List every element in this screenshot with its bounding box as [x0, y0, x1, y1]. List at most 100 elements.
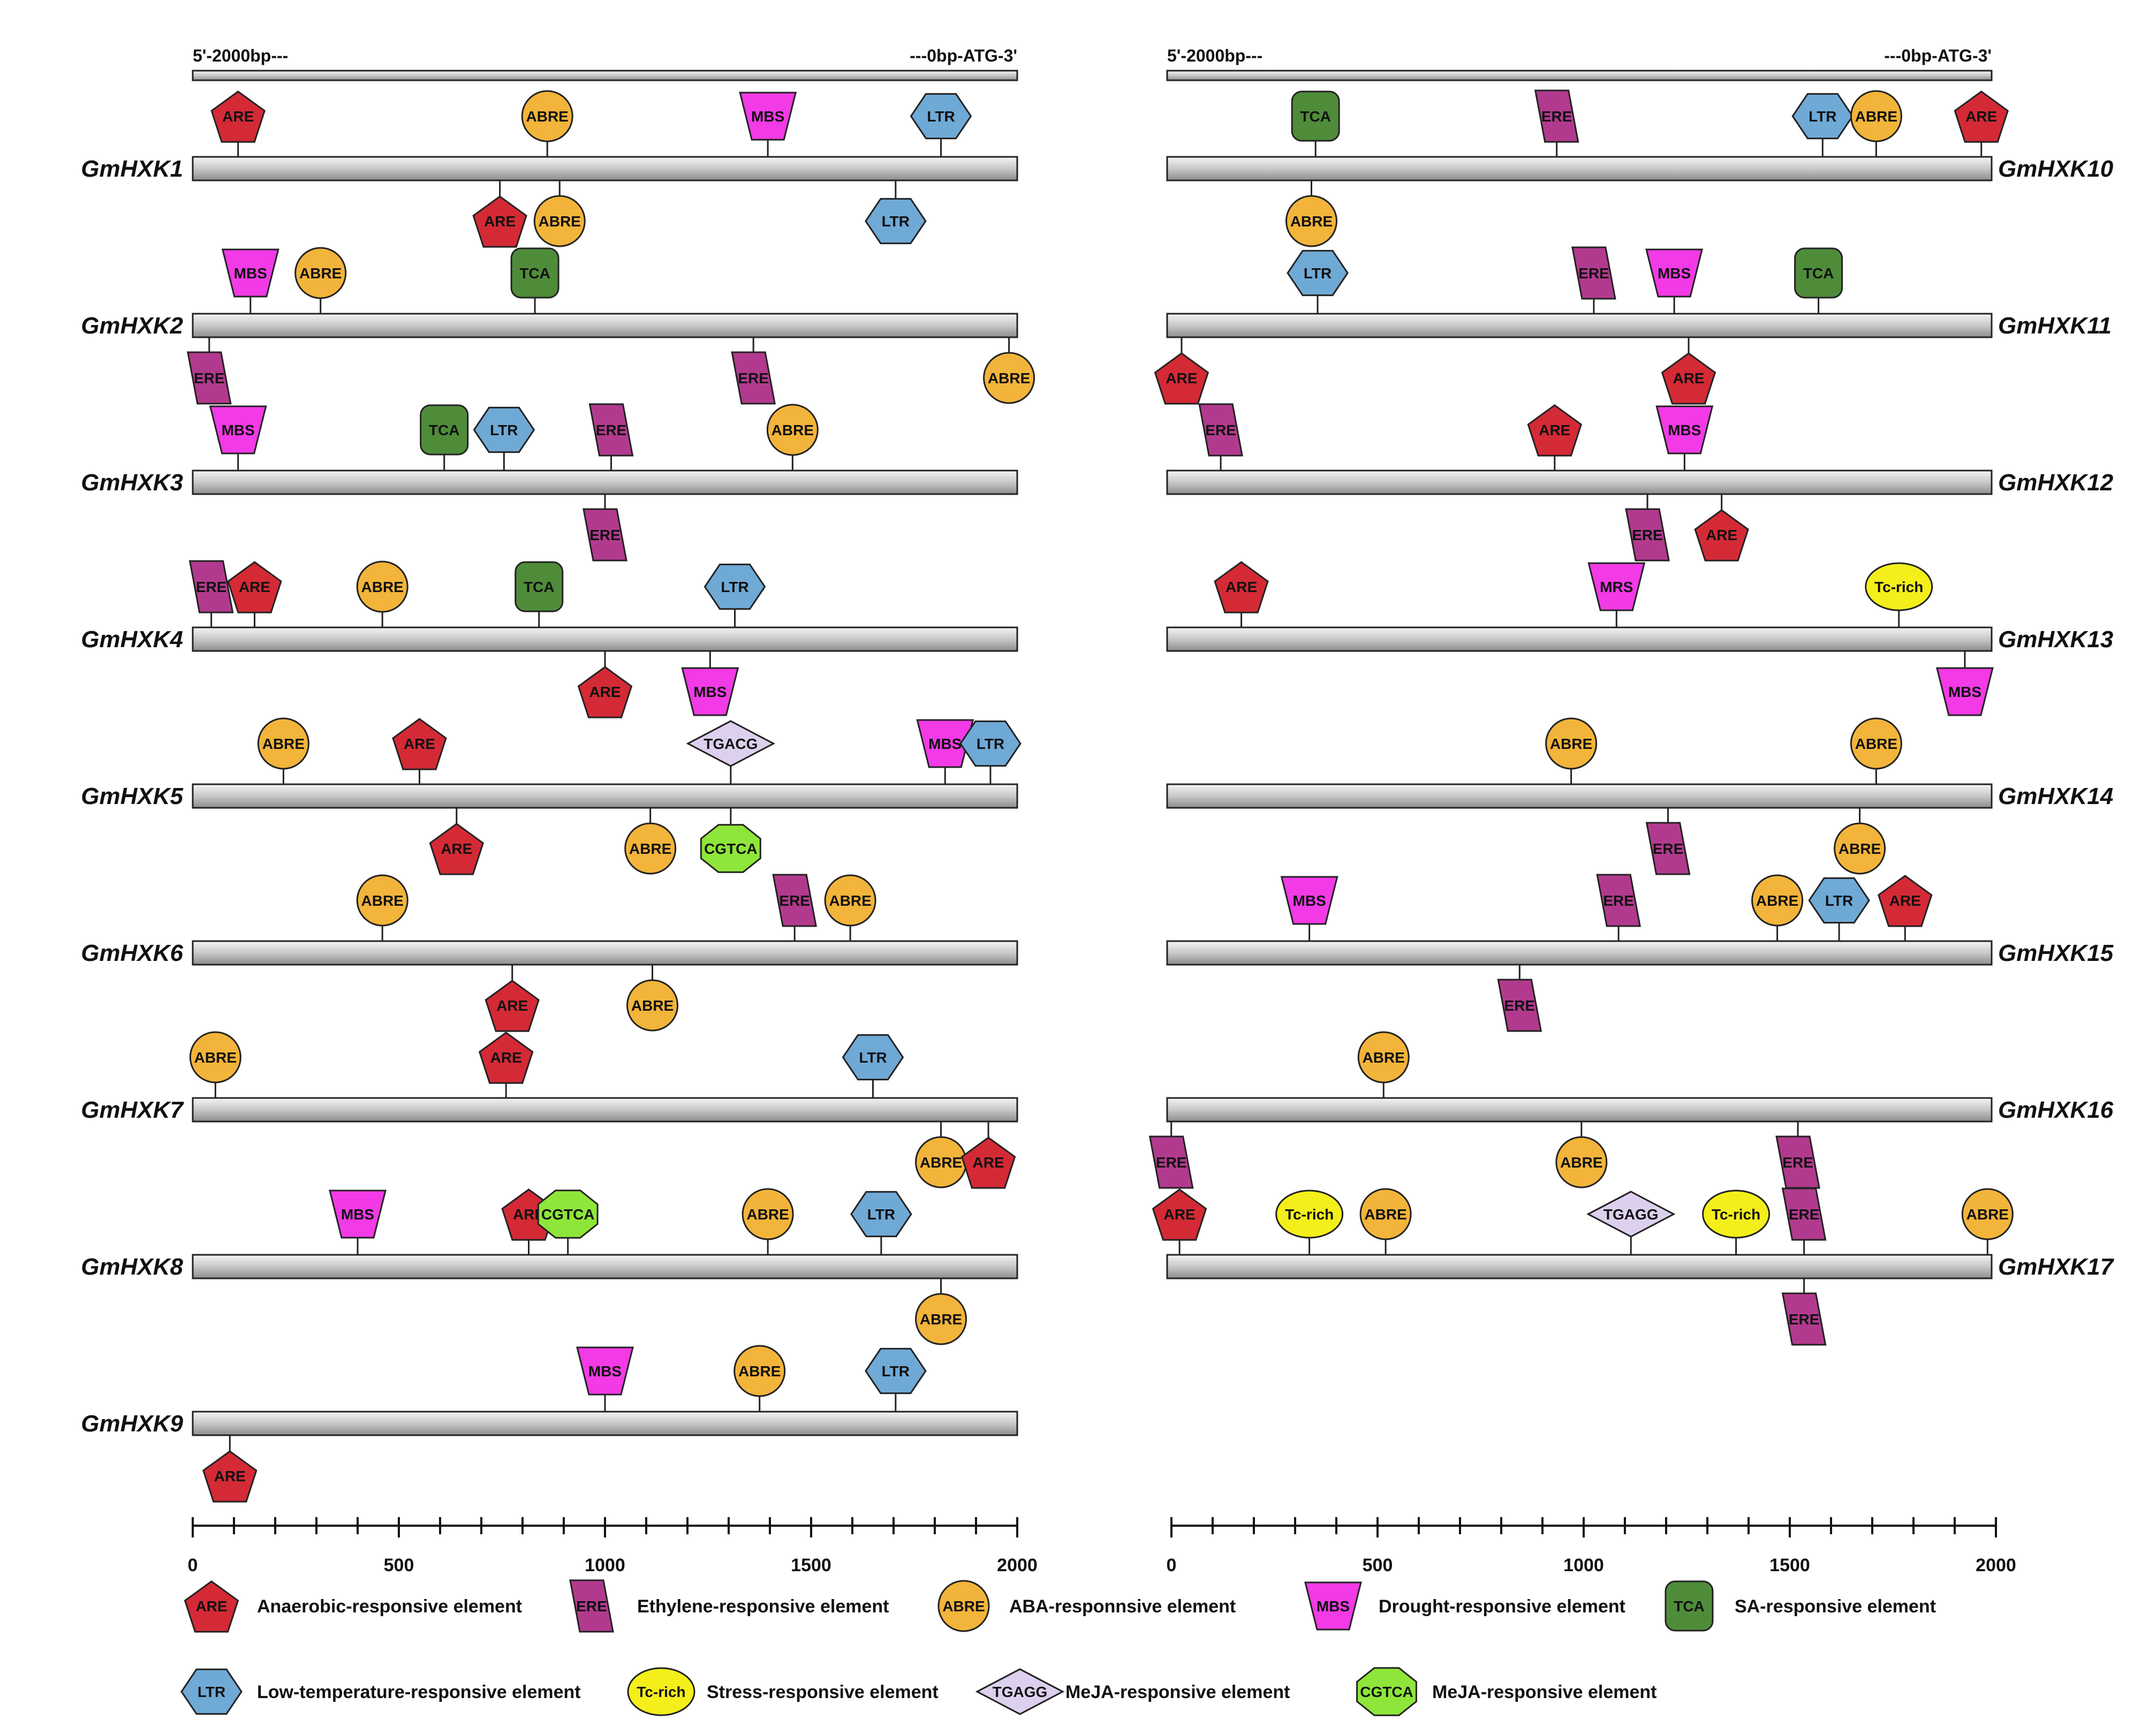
element-shape [1645, 822, 1691, 875]
cis-element-abre: ABRE [356, 560, 408, 627]
cis-element-tca: TCA [510, 247, 559, 314]
element-label: ERE [1578, 265, 1609, 282]
element-shape [772, 874, 818, 927]
element-shape [1625, 508, 1670, 562]
element-label: MBS [928, 736, 962, 752]
gene-name-label: GmHXK15 [1998, 940, 2114, 966]
legend-symbol-label: LTR [198, 1684, 225, 1700]
element-label: TCA [429, 422, 460, 438]
cis-element-tgagg: TGAGG [1586, 1191, 1676, 1255]
element-label: ARE [239, 579, 270, 595]
gene-name-label: GmHXK12 [1998, 469, 2114, 496]
cis-element-are: ARE [960, 1122, 1016, 1189]
element-label: LTR [1825, 892, 1853, 909]
cis-element-are: ARE [1152, 1188, 1207, 1255]
cis-element-are: ARE [485, 965, 540, 1032]
element-shape [1359, 1188, 1412, 1240]
element-label: ERE [779, 892, 810, 909]
legend-description: Anaerobic-responsive element [257, 1596, 522, 1617]
promoter-bar [192, 1097, 1018, 1123]
element-shape [850, 1191, 912, 1238]
element-shape [1357, 1031, 1410, 1084]
legend-description: SA-responsive element [1735, 1596, 1936, 1617]
element-shape [1527, 404, 1583, 457]
cis-element-tca: TCA [420, 404, 469, 471]
axis-tick-label: 0 [1167, 1555, 1177, 1575]
element-label: ABRE [988, 370, 1030, 387]
element-shape [681, 667, 739, 716]
element-label: ARE [1225, 579, 1257, 595]
cis-element-mbs: MBS [1935, 651, 1994, 716]
cis-element-ere: ERE [1781, 1187, 1827, 1255]
promoter-bar [1166, 156, 1993, 181]
element-shape [983, 352, 1035, 404]
cis-element-mbs: MBS [681, 651, 739, 716]
cis-element-mbs: MBS [209, 405, 267, 471]
gene-name-label: GmHXK10 [1998, 156, 2114, 182]
element-label: ERE [1632, 527, 1663, 543]
legend-symbol-label: CGTCA [1360, 1684, 1413, 1700]
element-shape [1154, 352, 1209, 405]
cis-element-are: ARE [472, 180, 527, 248]
element-label: ERE [1789, 1206, 1820, 1223]
cis-element-abre: ABRE [626, 965, 679, 1032]
gene-name-label: GmHXK9 [81, 1411, 183, 1437]
legend-swatch [184, 1580, 239, 1633]
element-shape [472, 195, 527, 248]
cis-element-ltr: LTR [473, 406, 535, 471]
element-label: CGTCA [541, 1206, 595, 1223]
right-scale-axis: 0 500 1000 1500 2000 [1167, 1517, 2016, 1575]
gene-name-label: GmHXK13 [1998, 626, 2113, 653]
cis-element-ere: ERE [731, 337, 776, 405]
legend-description: Low-temperature-responsive element [257, 1682, 581, 1702]
element-label: ERE [196, 579, 227, 595]
element-label: TCA [524, 579, 555, 595]
cis-element-ltr: LTR [865, 180, 927, 245]
element-shape [202, 1450, 258, 1503]
cis-element-ltr: LTR [703, 563, 766, 627]
cis-element-ere: ERE [1625, 494, 1670, 562]
element-shape [703, 563, 766, 610]
element-label: ARE [214, 1468, 246, 1484]
element-label: ABRE [771, 422, 814, 438]
element-shape [731, 351, 776, 405]
promoter-bar [1166, 1254, 1993, 1279]
element-label: ERE [1504, 997, 1535, 1014]
cis-element-ltr: LTR [1791, 93, 1854, 157]
element-shape [1275, 1190, 1344, 1239]
cis-element-abre: ABRE [1285, 180, 1337, 247]
cis-element-ere: ERE [1775, 1122, 1820, 1189]
element-label: LTR [721, 579, 748, 595]
element-shape [186, 351, 232, 405]
element-label: LTR [977, 736, 1004, 752]
cis-element-ltr: LTR [910, 93, 972, 157]
cis-element-ere: ERE [186, 337, 232, 405]
element-label: ARE [1539, 422, 1570, 438]
promoter-bar [1166, 313, 1993, 338]
axis-tick-label: 2000 [1976, 1555, 2016, 1575]
right-header-end: ---0bp-ATG-3' [1884, 46, 1992, 65]
element-label: Tc-rich [1285, 1206, 1334, 1223]
element-label: ARE [222, 108, 254, 125]
element-label: TGACG [703, 736, 758, 752]
element-shape [356, 560, 408, 613]
cis-element-ere: ERE [583, 494, 627, 562]
element-label: ARE [1166, 370, 1197, 387]
element-shape [1808, 877, 1870, 924]
right-header-start: 5'-2000bp--- [1167, 46, 1262, 65]
element-shape [1694, 509, 1749, 562]
legend-swatch [1665, 1580, 1714, 1632]
cis-element-abre: ABRE [1850, 90, 1902, 157]
element-shape [686, 720, 776, 767]
element-label: ABRE [262, 736, 305, 752]
element-shape [329, 1190, 387, 1239]
element-shape [865, 198, 927, 245]
element-shape [733, 1345, 786, 1397]
